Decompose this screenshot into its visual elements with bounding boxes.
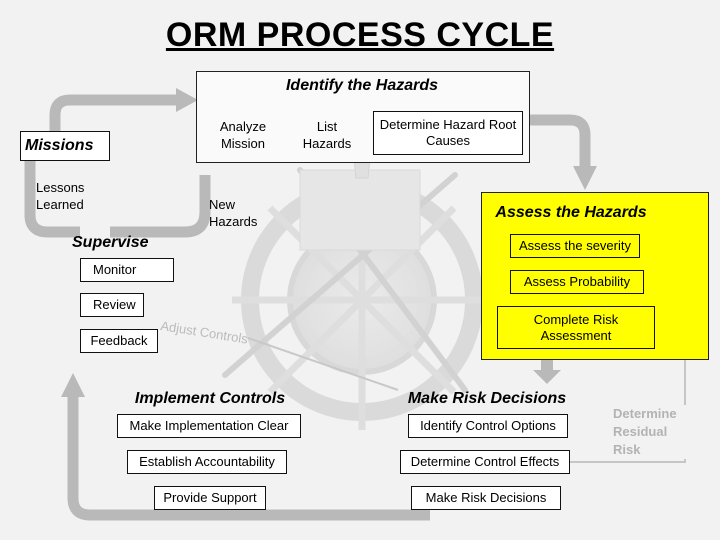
step-list-hazards: List Hazards [302, 119, 352, 151]
step-provide-support: Provide Support [154, 486, 266, 510]
step-complete-risk-assessment: Complete Risk Assessment [497, 306, 655, 349]
identify-heading: Identify the Hazards [285, 77, 439, 94]
supervise-feedback: Feedback [80, 329, 158, 353]
step-identify-control-options: Identify Control Options [408, 414, 568, 438]
step-analyze-mission: Analyze Mission [219, 119, 267, 151]
page-title: ORM PROCESS CYCLE [165, 16, 555, 54]
step-make-implementation-clear: Make Implementation Clear [117, 414, 301, 438]
supervise-monitor: Monitor [80, 258, 174, 282]
step-determine-control-effects: Determine Control Effects [400, 450, 570, 474]
missions-label: Missions [20, 131, 110, 161]
arrow-identify-to-assess [528, 114, 591, 168]
arrow-assess-to-decisions [533, 370, 561, 384]
supervise-heading: Supervise [72, 234, 149, 251]
assess-heading: Assess the Hazards [495, 204, 647, 221]
residual-risk-label: Determine Residual Risk [613, 405, 687, 459]
new-hazards-label: New Hazards [209, 197, 258, 229]
implement-heading: Implement Controls [134, 390, 286, 407]
step-establish-accountability: Establish Accountability [127, 450, 287, 474]
arrow-missions-to-identify [49, 94, 178, 135]
lessons-learned-label: Lessons Learned [36, 179, 96, 213]
step-determine-root-causes: Determine Hazard Root Causes [373, 111, 523, 155]
decisions-heading: Make Risk Decisions [407, 390, 567, 407]
adjust-controls-line [247, 337, 399, 391]
step-make-risk-decisions: Make Risk Decisions [411, 486, 561, 510]
arrow-decisions-to-implement [67, 395, 430, 521]
step-assess-severity: Assess the severity [510, 234, 640, 258]
arrow-lessons-loop [24, 160, 80, 238]
supervise-review: Review [80, 293, 144, 317]
step-assess-probability: Assess Probability [510, 270, 644, 294]
